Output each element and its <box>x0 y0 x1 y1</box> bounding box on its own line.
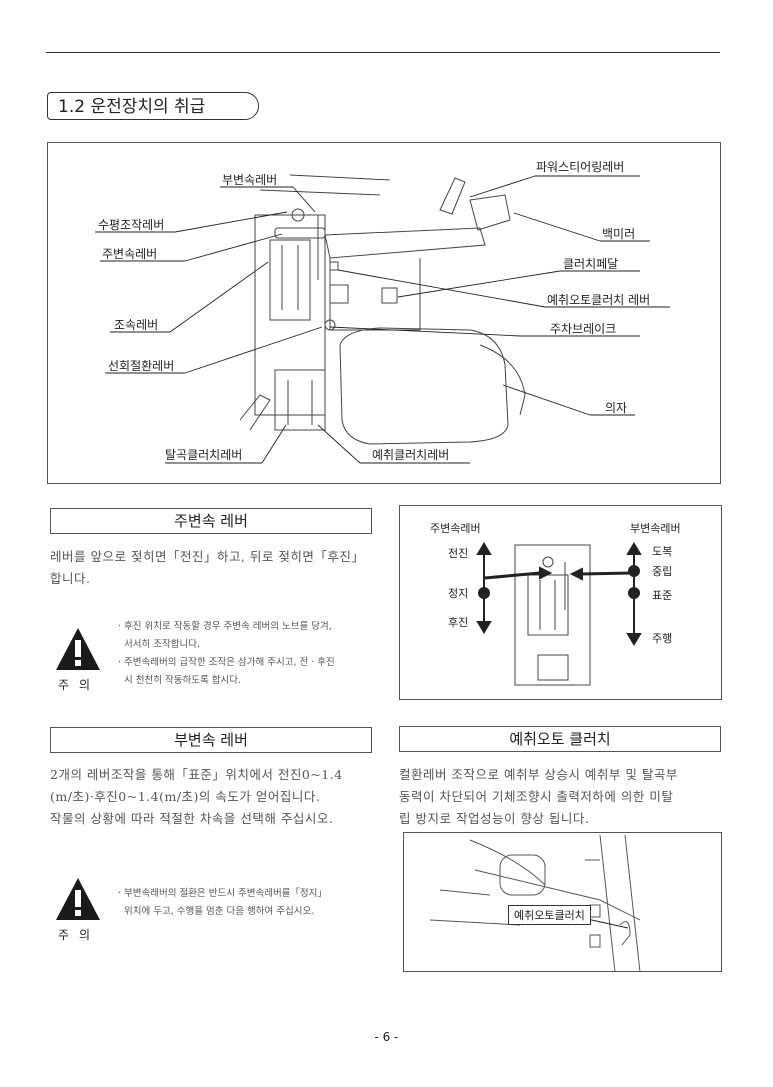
right-pos-travel: 주행 <box>652 632 673 645</box>
page-number: - 6 - <box>374 1030 399 1044</box>
right-pos-lodged: 도복 <box>652 545 673 558</box>
right-pos-neutral: 중립 <box>652 565 673 578</box>
right-lever-title: 부변속레버 <box>630 522 681 535</box>
caution-line: 위치에 두고, 수행을 멈춘 다음 행하여 주십시오. <box>124 906 315 917</box>
lever-diagram <box>399 505 722 700</box>
label-sub-shift-lever: 부변속레버 <box>222 173 278 187</box>
warning-icon <box>56 878 100 920</box>
caution-label: 주의 <box>58 678 101 692</box>
main-shift-text: 레버를 앞으로 젖히면「전진」하고, 뒤로 젖히면「후진」합니다. <box>50 549 365 586</box>
auto-clutch-line: 동력이 차단되어 기체조향시 출력저하에 의한 미탈 <box>399 789 674 804</box>
sub-shift-caution: · 부변속레버의 절환은 반드시 주변속레버를「정지」 위치에 두고, 수행을 … <box>118 885 398 921</box>
caution-line: · 주변속레버의 급작한 조작은 삼가해 주시고, 전 · 후진 <box>118 657 335 668</box>
label-parking-brake: 주차브레이크 <box>550 322 617 336</box>
sub-shift-line: 작물의 상황에 따라 적절한 차속을 선택해 주십시오. <box>50 811 334 826</box>
right-pos-standard: 표준 <box>652 589 673 602</box>
left-pos-forward: 전진 <box>448 547 469 560</box>
auto-clutch-line: 컬환레버 조작으로 예취부 상승시 예취부 및 탈곡부 <box>399 767 678 782</box>
left-pos-stop: 정지 <box>448 587 469 600</box>
auto-clutch-heading: 예취오토 클러치 <box>399 726 721 752</box>
label-reaper-clutch-lever: 예취클러치레버 <box>372 448 450 462</box>
sub-shift-line: (m/초)·후진0~1.4(m/초)의 속도가 얻어집니다. <box>50 789 321 804</box>
caution-line: · 부변속레버의 절환은 반드시 주변속레버를「정지」 <box>118 888 327 899</box>
caution-line: 서서히 조작합니다. <box>124 639 200 650</box>
left-lever-title: 주변속레버 <box>430 522 481 535</box>
caution-line: 시 천천히 작동하도록 합시다. <box>124 675 241 686</box>
main-shift-heading: 주변속 레버 <box>50 508 372 534</box>
sub-shift-text: 2개의 레버조작을 통해「표준」위치에서 전진0~1.4 (m/초)·후진0~1… <box>50 764 390 830</box>
auto-clutch-photo-label: 예취오토클러치 <box>508 905 591 925</box>
auto-clutch-photo <box>403 832 722 972</box>
caution-line: · 후진 위치로 작동할 경우 주변속 레버의 노브를 당겨, <box>118 621 332 632</box>
label-threshing-clutch-lever: 탈곡클러치레버 <box>165 448 243 462</box>
label-seat: 의자 <box>605 401 628 415</box>
label-rear-mirror: 백미러 <box>602 227 636 241</box>
sub-shift-heading: 부변속 레버 <box>50 727 372 753</box>
label-power-steering-lever: 파워스티어링레버 <box>536 160 625 174</box>
auto-clutch-line: 립 방지로 작업성능이 향상 됩니다. <box>399 811 590 826</box>
label-speed-control-lever: 조속레버 <box>114 318 159 332</box>
main-shift-caution: · 후진 위치로 작동할 경우 주변속 레버의 노브를 당겨, 서서히 조작합니… <box>118 618 388 690</box>
label-reaper-auto-clutch-lever: 예취오토클러치 레버 <box>547 293 651 307</box>
label-horizontal-control-lever: 수평조작레버 <box>98 218 165 232</box>
section-title: 1.2 운전장치의 취급 <box>47 92 259 120</box>
auto-clutch-text: 컬환레버 조작으로 예취부 상승시 예취부 및 탈곡부 동력이 차단되어 기체조… <box>399 764 739 830</box>
caution-label: 주의 <box>58 928 101 942</box>
top-rule <box>46 52 720 53</box>
left-pos-reverse: 후진 <box>448 616 469 629</box>
label-main-shift-lever: 주변속레버 <box>102 247 158 261</box>
sub-shift-line: 2개의 레버조작을 통해「표준」위치에서 전진0~1.4 <box>50 767 343 782</box>
label-clutch-pedal: 클러치페달 <box>563 257 619 271</box>
label-turn-switch-lever: 선회절환레버 <box>108 359 175 373</box>
warning-icon <box>56 628 100 670</box>
